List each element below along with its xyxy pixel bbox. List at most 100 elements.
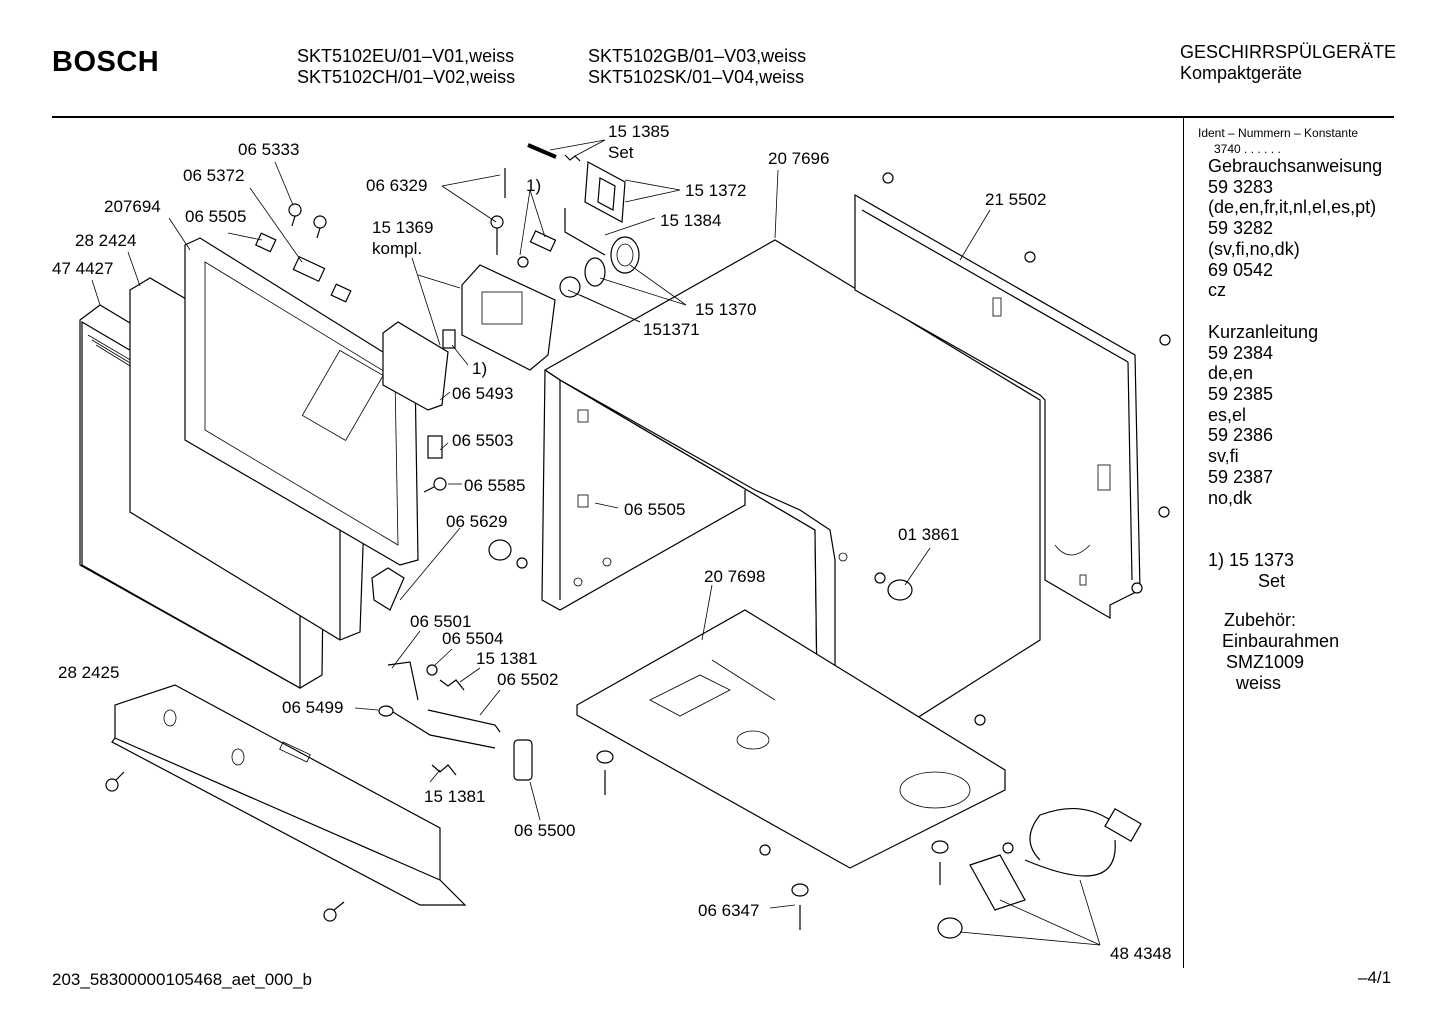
callout-151385: 15 1385 [608, 122, 669, 141]
footnote: 1) 15 1373 Set [1208, 550, 1434, 592]
callout-065372: 06 5372 [183, 166, 244, 185]
callout-474427: 47 4427 [52, 259, 113, 278]
manual-line: Gebrauchsanweisung [1208, 156, 1383, 176]
screws-base [759, 714, 1014, 856]
dispenser-assembly [461, 264, 556, 371]
accessory-line: Einbaurahmen [1222, 631, 1340, 652]
part-065372 [292, 255, 326, 283]
part-065503 [427, 435, 443, 459]
part-065505 [254, 232, 277, 253]
category-line: Kompaktgeräte [1180, 63, 1303, 83]
callout-note1b: 1) [472, 359, 487, 378]
page-number: –4/1 [1358, 968, 1392, 987]
screw-065585 [423, 477, 447, 493]
callout-065505a: 06 5505 [185, 207, 246, 226]
part-clip [330, 283, 352, 303]
spring-151385 [527, 143, 581, 162]
manual-list: Gebrauchsanweisung 59 3283 (de,en,fr,it,… [1208, 156, 1434, 550]
plug-065629 [488, 539, 528, 569]
callout-065501: 06 5501 [410, 612, 471, 631]
short-guide-line: no,dk [1208, 487, 1253, 508]
short-guide-line: Kurzanleitung [1208, 321, 1319, 342]
o-ring [517, 256, 529, 268]
callout-065500: 06 5500 [514, 821, 575, 840]
manual-line: (de,en,fr,it,nl,el,es,pt) [1208, 197, 1377, 218]
manual-line: 59 3282 [1208, 218, 1274, 239]
callout-282425: 28 2425 [58, 663, 119, 682]
callout-484348: 48 4348 [1110, 944, 1171, 963]
latch-part [529, 230, 557, 252]
callout-066329: 06 6329 [366, 176, 427, 195]
door-back [184, 237, 419, 566]
leader-lines [91, 139, 1101, 946]
back-panel [854, 193, 1141, 620]
model-line: SKT5102GB/01–V03,weiss [588, 46, 807, 66]
callout-065502: 06 5502 [497, 670, 558, 689]
short-guide-line: es,el [1208, 404, 1247, 425]
short-guide-line: de,en [1208, 363, 1254, 384]
callout-kompl: kompl. [372, 239, 422, 258]
callout-066347: 06 6347 [698, 901, 759, 920]
header-rule [52, 116, 1394, 118]
manual-line: cz [1208, 280, 1226, 301]
short-guide-line: 59 2384 [1208, 342, 1274, 363]
model-line: SKT5102CH/01–V02,weiss [297, 67, 516, 87]
callout-065504: 06 5504 [442, 629, 503, 648]
callout-065493: 06 5493 [452, 384, 513, 403]
pin-066329 [490, 168, 506, 255]
short-guide-line: 59 2385 [1208, 384, 1274, 405]
callout-151384: 15 1384 [660, 211, 721, 230]
accessory-line: Zubehör: [1224, 610, 1297, 631]
sidebar: Ident – Nummern – Konstante 3740 . . . .… [1198, 126, 1434, 694]
sidebar-header: Ident – Nummern – Konstante [1198, 126, 1359, 140]
callout-065333: 06 5333 [238, 140, 299, 159]
screws-back-panel [882, 172, 1171, 594]
callout-151381b: 15 1381 [424, 787, 485, 806]
callout-set: Set [608, 143, 634, 162]
callout-151371: 151371 [643, 320, 700, 339]
short-guide-line: 59 2386 [1208, 425, 1274, 446]
handle-151372 [564, 161, 626, 256]
manual-line: 59 3283 [1208, 176, 1274, 197]
model-list-col1: SKT5102EU/01–V01,weiss SKT5102CH/01–V02,… [297, 46, 515, 88]
accessory-note: Zubehör: Einbaurahmen SMZ1009 weiss [1222, 610, 1434, 694]
callout-note1a: 1) [526, 176, 541, 195]
callout-151370: 15 1370 [695, 300, 756, 319]
screw-trim-bottom [323, 901, 345, 922]
accessory-line: weiss [1236, 673, 1282, 694]
feet-066347 [596, 750, 949, 930]
callout-013861: 01 3861 [898, 525, 959, 544]
callout-151381a: 15 1381 [476, 649, 537, 668]
callout-207698: 20 7698 [704, 567, 765, 586]
sidebar-divider [1183, 118, 1184, 968]
bracket-065629 [371, 567, 405, 611]
model-list-col2: SKT5102GB/01–V03,weiss SKT5102SK/01–V04,… [588, 46, 806, 88]
footnote-line: 1) 15 1373 [1208, 550, 1295, 571]
callout-065503: 06 5503 [452, 431, 513, 450]
callout-labels: 15 1385 Set 20 7696 06 5333 06 5372 06 6… [52, 122, 1171, 963]
short-guide-line: 59 2387 [1208, 466, 1274, 487]
manual-line: (sv,fi,no,dk) [1208, 238, 1300, 259]
screws-065333 [288, 203, 327, 239]
seal-rings-151370 [559, 236, 640, 298]
category-line: GESCHIRRSPÜLGERÄTE [1180, 42, 1397, 62]
door-seal [382, 321, 449, 411]
callout-207696: 20 7696 [768, 149, 829, 168]
model-line: SKT5102SK/01–V04,weiss [588, 67, 805, 87]
callout-207694: 207694 [104, 197, 161, 216]
base-plate [576, 609, 1006, 869]
lower-trim [111, 684, 467, 906]
callout-151372: 15 1372 [685, 181, 746, 200]
hinge-parts [378, 661, 533, 781]
footnote-line: Set [1258, 571, 1286, 592]
screw-trim-left [105, 771, 125, 792]
callout-282424: 28 2424 [75, 231, 136, 250]
callout-065499: 06 5499 [282, 698, 343, 717]
manual-line: 69 0542 [1208, 259, 1274, 280]
constant-value: 3740 . . . . . . [1214, 142, 1281, 156]
clip-note1 [442, 329, 456, 349]
category-title: GESCHIRRSPÜLGERÄTE Kompaktgeräte [1180, 42, 1396, 84]
model-line: SKT5102EU/01–V01,weiss [297, 46, 515, 66]
callout-065629: 06 5629 [446, 512, 507, 531]
